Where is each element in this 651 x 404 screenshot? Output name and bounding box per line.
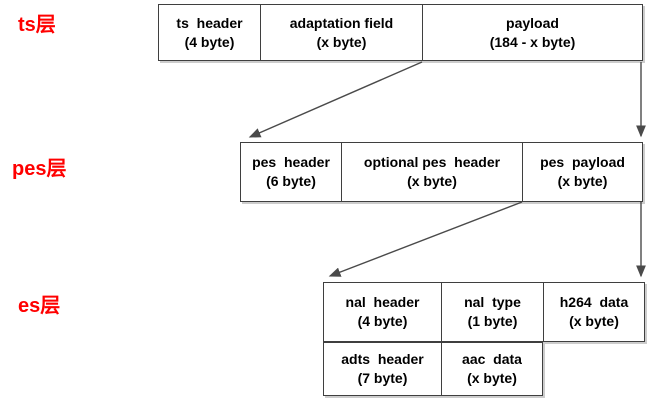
box-ts-header-title: ts header [176, 14, 243, 31]
box-ts-header: ts header (4 byte) [159, 5, 261, 60]
box-pes-payload: pes payload (x byte) [523, 143, 642, 201]
box-ts-header-size: (4 byte) [184, 33, 235, 50]
box-aac-data-size: (x byte) [467, 370, 517, 386]
box-adts-header-size: (7 byte) [357, 370, 408, 386]
box-nal-type-size: (1 byte) [467, 313, 518, 329]
box-optional-pes-header-title: optional pes header [363, 154, 501, 170]
box-aac-data: aac data (x byte) [442, 343, 542, 395]
box-adts-header-title: adts header [341, 351, 424, 367]
box-aac-data-title: aac data [462, 351, 522, 367]
box-adaptation-field-size: (x byte) [316, 33, 367, 50]
box-adaptation-field-title: adaptation field [289, 14, 394, 31]
box-nal-header: nal header (4 byte) [324, 283, 442, 341]
box-pes-header: pes header (6 byte) [241, 143, 342, 201]
ts-layer-row: ts header (4 byte) adaptation field (x b… [158, 4, 643, 61]
arrow-pes-payload-to-nal-header [328, 201, 523, 277]
box-nal-header-size: (4 byte) [357, 313, 408, 329]
box-payload-title: payload [506, 14, 559, 31]
box-pes-payload-size: (x byte) [557, 173, 608, 189]
es-layer-audio-row: adts header (7 byte) aac data (x byte) [323, 342, 543, 396]
box-pes-header-size: (6 byte) [266, 173, 316, 189]
label-ts-layer: ts层 [18, 14, 56, 36]
es-layer-video-row: nal header (4 byte) nal type (1 byte) h2… [323, 282, 645, 342]
box-optional-pes-header: optional pes header (x byte) [342, 143, 523, 201]
box-optional-pes-header-size: (x byte) [407, 173, 457, 189]
box-h264-data: h264 data (x byte) [544, 283, 644, 341]
box-pes-header-title: pes header [252, 154, 330, 170]
box-adts-header: adts header (7 byte) [324, 343, 442, 395]
box-pes-payload-title: pes payload [540, 154, 625, 170]
box-nal-type: nal type (1 byte) [442, 283, 544, 341]
box-nal-header-title: nal header [345, 294, 420, 310]
box-adaptation-field: adaptation field (x byte) [261, 5, 423, 60]
box-payload-size: (184 - x byte) [489, 33, 576, 50]
box-h264-data-title: h264 data [559, 294, 629, 310]
box-nal-type-title: nal type [464, 294, 521, 310]
pes-layer-row: pes header (6 byte) optional pes header … [240, 142, 643, 202]
label-pes-layer: pes层 [12, 158, 67, 180]
label-es-layer: es层 [18, 295, 61, 317]
arrow-payload-to-pes-header [248, 61, 423, 138]
box-h264-data-size: (x byte) [569, 313, 619, 329]
box-payload: payload (184 - x byte) [423, 5, 642, 60]
